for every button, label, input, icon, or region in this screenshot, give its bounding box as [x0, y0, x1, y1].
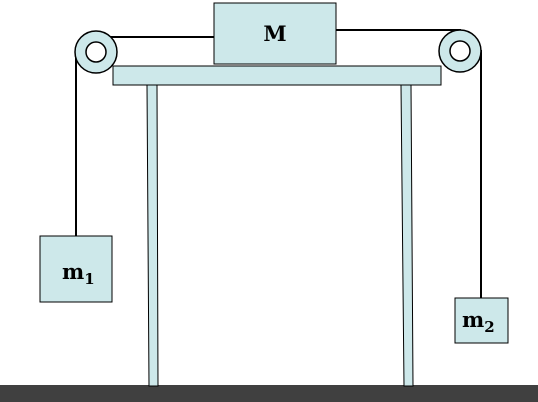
- ground: [0, 385, 538, 402]
- mass-label-left-subscript: 1: [84, 270, 94, 288]
- mass-label-right-main: m: [462, 307, 484, 332]
- pulley-right-icon: [438, 29, 482, 73]
- mass-label-right: m2: [462, 307, 495, 336]
- mass-block-right: [454, 297, 509, 344]
- mass-label-top-main: M: [263, 21, 286, 46]
- mass-block-top: [213, 2, 337, 65]
- table-leg-right: [400, 84, 414, 387]
- pulley-left-icon: [74, 30, 118, 74]
- mass-label-left-main: m: [62, 259, 84, 284]
- mass-label-left: m1: [62, 259, 95, 288]
- mass-block-left: [39, 235, 113, 303]
- mass-label-right-subscript: 2: [484, 318, 494, 336]
- table-top: [112, 65, 442, 86]
- mass-label-top: M: [263, 21, 286, 46]
- table-leg-left: [146, 84, 159, 387]
